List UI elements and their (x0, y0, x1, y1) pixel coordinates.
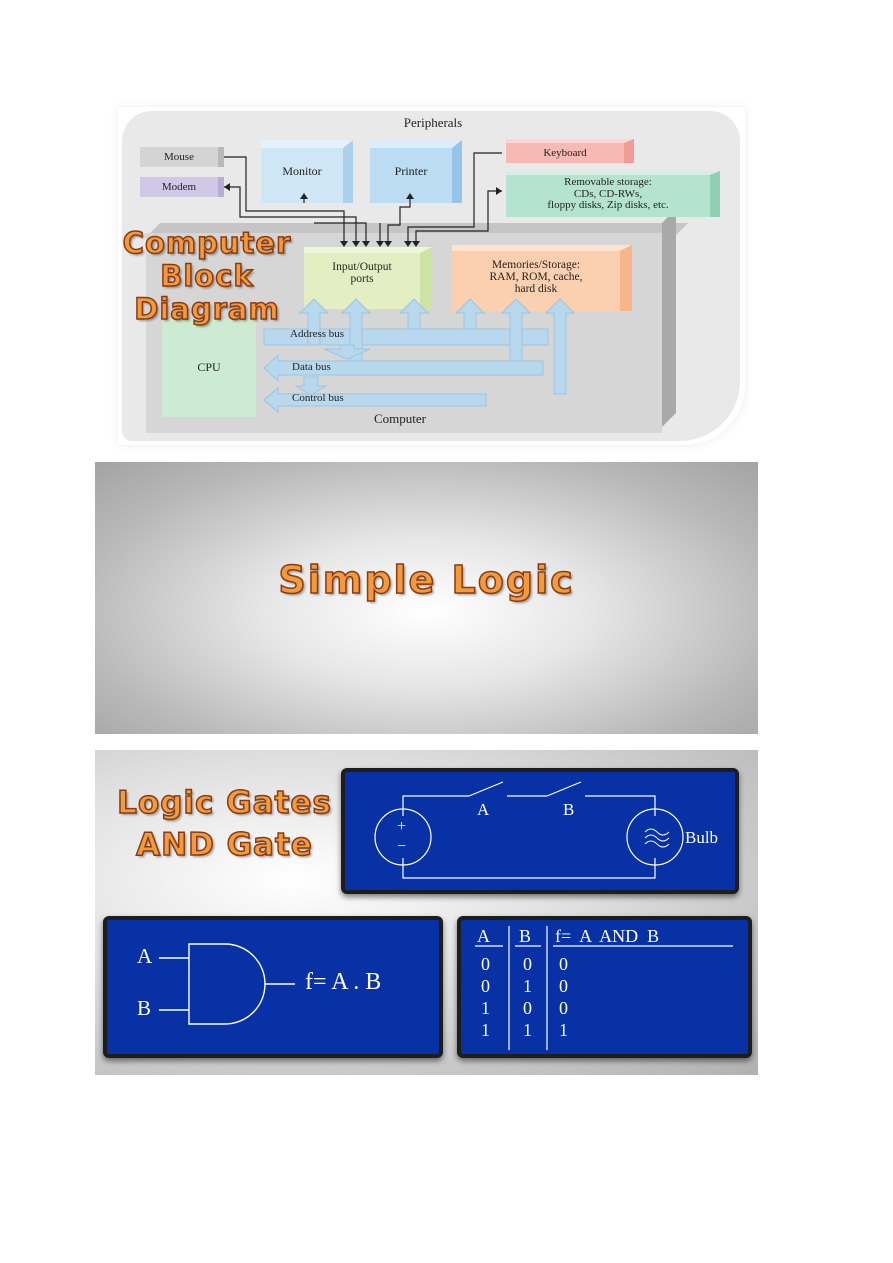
simple-logic-slide: Simple Logic (95, 462, 758, 734)
removable-storage-box: Removable storage: CDs, CD-RWs, floppy d… (506, 171, 720, 217)
block-diagram-title: Computer Block Diagram (122, 226, 292, 327)
mem-line-1: Memories/Storage: (491, 259, 581, 271)
modem-label: Modem (161, 181, 197, 193)
title-line-3: Diagram (134, 292, 280, 327)
truth-table-cell: 0 (559, 998, 568, 1018)
truth-table-cell: 0 (559, 954, 568, 974)
truth-table-cell: 1 (481, 1020, 490, 1040)
truth-table-cell: 0 (523, 998, 532, 1018)
removable-line-2: CDs, CD-RWs, (573, 187, 643, 200)
logic-title-line-2: AND Gate (135, 826, 313, 864)
truth-table-header-cell: f= A AND B (555, 926, 660, 946)
truth-table-header-cell: A (477, 926, 490, 946)
truth-table-lines (475, 926, 733, 1050)
gate-input-a: A (137, 944, 153, 968)
mouse-box: Mouse (140, 147, 224, 167)
keyboard-box: Keyboard (506, 139, 634, 163)
control-bus-label: Control bus (292, 392, 344, 404)
and-gate-symbol (159, 943, 295, 1025)
monitor-box: Monitor (261, 140, 353, 203)
bus-wiring (224, 152, 576, 414)
block-diagram-slide: Peripherals Mouse Modem Monitor Printer … (118, 107, 745, 445)
truth-table-row: 0 1 0 (461, 976, 748, 998)
title-line-2: Block (160, 259, 254, 294)
removable-line-1: Removable storage: (564, 176, 652, 188)
truth-table-cell: 1 (523, 976, 532, 996)
mouse-label: Mouse (164, 151, 194, 163)
io-line-2: ports (350, 273, 374, 286)
switch-a-label: A (477, 800, 490, 819)
truth-table-cell: 1 (481, 998, 490, 1018)
computer-label: Computer (374, 411, 426, 426)
truth-table-row: 1 0 0 (461, 998, 748, 1020)
memory-storage-box: Memories/Storage: RAM, ROM, cache, hard … (452, 245, 632, 311)
bulb-label: Bulb (685, 828, 719, 847)
logic-gates-slide: Logic Gates AND Gate + − A B Bulb (95, 750, 758, 1075)
mem-line-3: hard disk (514, 283, 558, 296)
truth-table-header-cell: B (519, 926, 532, 946)
io-ports-box: Input/Output ports (304, 247, 432, 309)
data-bus-label: Data bus (292, 361, 331, 373)
truth-table-row: 0 0 0 (461, 954, 748, 976)
peripherals-label: Peripherals (403, 115, 463, 130)
truth-table-cell: 1 (559, 1020, 568, 1040)
truth-table-cell: 0 (559, 976, 568, 996)
printer-box: Printer (370, 140, 462, 203)
circuit-diagram (374, 781, 684, 879)
truth-table-cell: 0 (523, 954, 532, 974)
gate-input-b: B (137, 996, 152, 1020)
keyboard-label: Keyboard (543, 147, 587, 159)
switch-b-label: B (563, 800, 575, 819)
and-gate-panel: A B f= A . B (103, 916, 443, 1058)
truth-table-cell: 1 (523, 1020, 532, 1040)
logic-gates-title: Logic Gates AND Gate (107, 782, 342, 866)
truth-table-cell: 0 (481, 976, 490, 996)
title-line-1: Computer (122, 226, 292, 261)
cpu-label: CPU (197, 360, 221, 374)
logic-title-line-1: Logic Gates (116, 784, 332, 822)
truth-table-cell: 0 (481, 954, 490, 974)
monitor-label: Monitor (282, 164, 322, 178)
circuit-panel: + − A B Bulb (341, 768, 739, 894)
printer-label: Printer (394, 164, 428, 178)
simple-logic-title: Simple Logic (278, 557, 575, 603)
io-line-1: Input/Output (332, 261, 392, 273)
battery-minus: − (397, 838, 407, 855)
address-bus-label: Address bus (290, 328, 345, 340)
cpu-box: CPU (162, 319, 256, 417)
mem-line-2: RAM, ROM, cache, (489, 271, 583, 284)
gate-output: f= A . B (305, 969, 382, 995)
battery-plus: + (397, 818, 407, 835)
modem-box: Modem (140, 177, 224, 197)
removable-line-3: floppy disks, Zip disks, etc. (547, 199, 669, 212)
truth-table-row: 1 1 1 (461, 1020, 748, 1042)
